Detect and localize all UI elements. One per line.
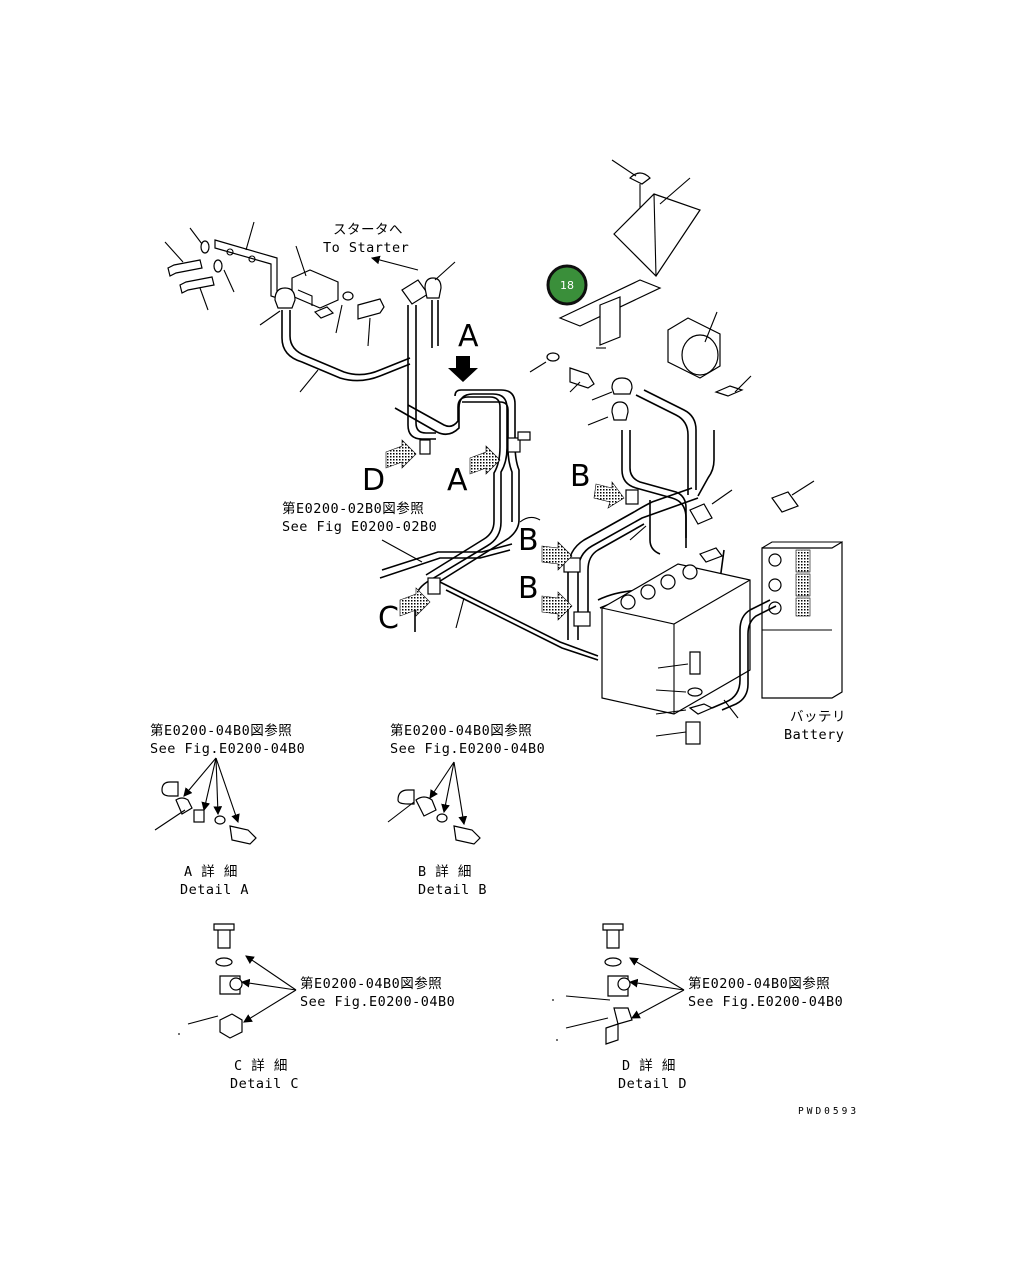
detail-d-ref-en: See Fig.E0200-04B0 [688,994,843,1010]
main-harness [379,389,725,661]
view-arrow-c [399,587,431,617]
spacer-icon [219,1013,243,1039]
detail-c-ref-jp: 第E0200-04B0図参照 [300,975,442,992]
battery-hardware [655,651,714,745]
relay-body [291,269,339,309]
detail-b-title-en: Detail B [418,882,487,898]
callout-18-badge[interactable] [546,264,588,306]
battery-right [711,480,843,719]
view-letter-c: C [378,601,399,636]
clamp [175,797,193,815]
view-arrow-a [469,445,501,475]
starter-label-jp: スタータへ [333,222,403,238]
view-arrow-b [593,481,625,509]
ref-02b0-label-en: See Fig E0200-02B0 [282,519,437,535]
detail-b-ref-jp: 第E0200-04B0図参照 [390,722,532,739]
view-letter-d: D [362,463,385,498]
bolt-icon [357,298,385,320]
detail-a-title-en: Detail A [180,882,249,898]
terminal-clamp [771,491,799,513]
detail-a: 第E0200-04B0図参照 See Fig.E0200-04B0 A 詳 細 … [150,722,305,898]
bolt-icon [167,259,215,294]
view-arrow-b [541,591,573,621]
view-arrow-a-down [448,356,478,382]
view-arrows [381,356,625,621]
clamp [563,557,581,573]
callout-18-label: 18 [560,279,574,292]
terminal-cap [274,287,296,309]
view-letter-b: B [518,523,539,558]
detail-d: 第E0200-04B0図参照 See Fig.E0200-04B0 D 詳 細 … [552,923,843,1092]
washer-icon [604,957,622,967]
terminal-cap [424,277,442,299]
washer-icon [546,352,560,362]
clamp [427,577,441,595]
ref-02b0-label-jp: 第E0200-02B0図参照 [282,500,424,517]
detail-d-title-en: Detail D [618,1076,687,1092]
bolt-icon [229,825,257,845]
detail-b-ref-en: See Fig.E0200-04B0 [390,741,545,757]
bolt-icon [217,927,231,949]
clamp [507,437,521,453]
bolt-icon [453,825,481,845]
detail-a-title-jp: A 詳 細 [184,864,238,880]
starter-bracket-assembly [164,221,456,440]
view-arrow-b [541,541,573,571]
clamp [625,489,639,505]
washer-icon [213,259,223,273]
detail-b-title-jp: B 詳 細 [418,864,472,880]
bolt-icon [606,927,620,949]
view-letter-b: B [570,459,591,494]
bolt-icon [569,367,595,389]
battery-left [601,489,751,715]
clamp [415,796,437,817]
cover-plate [613,193,701,277]
washer-icon [215,957,233,967]
battery-label-jp: バッテリ [790,709,846,725]
nut-icon [688,703,714,715]
view-arrow-d [385,439,417,469]
washer-icon [342,291,354,301]
bolt-icon [689,651,701,675]
starter-label-en: To Starter [323,240,409,256]
spacer-icon [605,1023,619,1045]
detail-b: 第E0200-04B0図参照 See Fig.E0200-04B0 B 詳 細 … [387,722,545,898]
view-letter-a: A [447,463,468,498]
detail-a-ref-jp: 第E0200-04B0図参照 [150,722,292,739]
spacer-icon [685,721,701,745]
detail-c-title-en: Detail C [230,1076,299,1092]
clamp [573,611,591,627]
terminal-cap [611,377,633,395]
terminal-cap [611,401,629,421]
drawing-number: PWD0593 [798,1106,859,1117]
detail-a-ref-en: See Fig.E0200-04B0 [150,741,305,757]
battery-label-en: Battery [784,727,844,743]
detail-d-ref-jp: 第E0200-04B0図参照 [688,975,830,992]
detail-c-title-jp: C 詳 細 [234,1058,288,1074]
clamp [419,439,431,455]
detail-d-title-jp: D 詳 細 [622,1058,676,1074]
view-letter-b: B [518,571,539,606]
detail-c: 第E0200-04B0図参照 See Fig.E0200-04B0 C 詳 細 … [178,923,455,1092]
washer-icon [687,687,703,697]
relay-cover-assembly: 18 [529,159,752,426]
washer-icon [214,815,226,825]
terminal-clamp [689,503,713,525]
washer-icon [200,240,210,254]
bracket [214,239,278,299]
view-letter-a: A [458,319,479,354]
detail-c-ref-en: See Fig.E0200-04B0 [300,994,455,1010]
washer-icon [436,813,448,823]
bolt-icon [714,385,744,397]
